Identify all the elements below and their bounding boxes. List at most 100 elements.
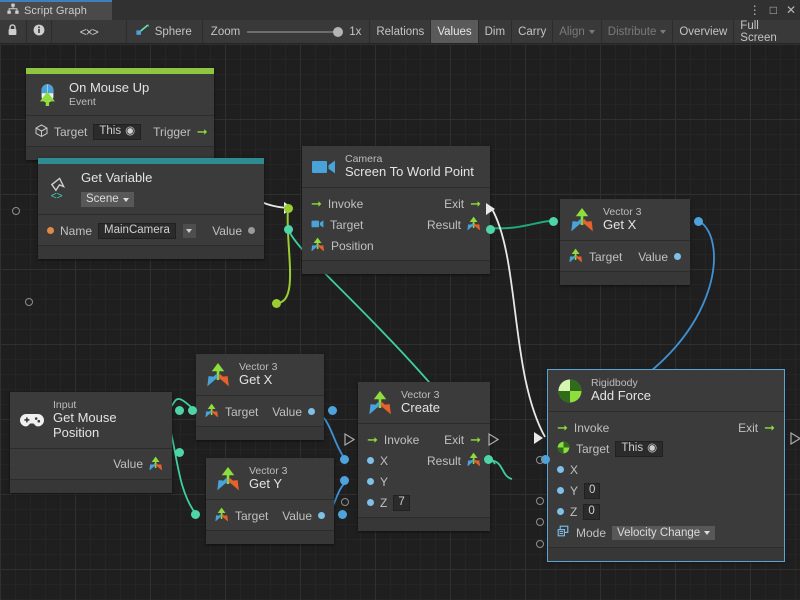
port-vector3-get-x-mid-value[interactable] bbox=[328, 406, 337, 415]
mode-dropdown[interactable]: Velocity Change bbox=[612, 525, 716, 540]
graph-canvas[interactable]: On Mouse Up Event Target This ◉ bbox=[0, 44, 800, 600]
z-value-field[interactable]: 7 bbox=[393, 494, 410, 511]
align-dropdown[interactable]: Align bbox=[553, 20, 602, 43]
graph-object-field[interactable]: Sphere bbox=[127, 20, 203, 43]
port-add-force-z[interactable] bbox=[536, 518, 544, 526]
port-get-variable-value-output[interactable] bbox=[272, 299, 281, 308]
invoke-flow-icon[interactable]: ➞ bbox=[311, 196, 322, 211]
trigger-flow-icon[interactable]: ➞ bbox=[196, 124, 208, 139]
port-dot-y[interactable] bbox=[367, 478, 374, 485]
invoke-flow-icon[interactable]: ➞ bbox=[367, 432, 378, 447]
port-mouse-position-value[interactable] bbox=[175, 448, 184, 457]
values-toggle[interactable]: Values bbox=[431, 20, 479, 43]
port-screen-to-world-result[interactable] bbox=[486, 225, 495, 234]
dim-toggle[interactable]: Dim bbox=[479, 20, 513, 43]
invoke-flow-icon[interactable]: ➞ bbox=[557, 420, 568, 435]
distribute-dropdown[interactable]: Distribute bbox=[602, 20, 674, 43]
port-row-x[interactable]: X bbox=[548, 459, 784, 480]
port-screen-to-world-position[interactable] bbox=[284, 225, 293, 234]
port-mouse-position-out-upper[interactable] bbox=[175, 406, 184, 415]
port-dot-x[interactable] bbox=[557, 466, 564, 473]
port-vector3-get-x-top-target[interactable] bbox=[549, 217, 558, 226]
maximize-button[interactable]: □ bbox=[769, 3, 777, 17]
overview-button[interactable]: Overview bbox=[673, 20, 735, 43]
port-vector3-get-y-value[interactable] bbox=[338, 510, 347, 519]
port-row-target[interactable]: Target This ◉ bbox=[548, 438, 784, 459]
port-dot-value[interactable] bbox=[318, 512, 325, 519]
node-add-force[interactable]: Rigidbody Add Force ➞ Invoke Exit ➞ bbox=[547, 369, 785, 562]
port-dot-value[interactable] bbox=[248, 227, 255, 235]
port-on-mouse-up-target[interactable] bbox=[12, 207, 20, 215]
port-row-target[interactable]: Target This ◉ Trigger ➞ bbox=[26, 121, 214, 142]
exit-flow-icon[interactable]: ➞ bbox=[764, 420, 775, 435]
port-create-y[interactable] bbox=[340, 476, 349, 485]
port-row-target-value[interactable]: Target Value bbox=[206, 505, 334, 526]
zoom-slider-knob[interactable] bbox=[333, 26, 344, 37]
port-dot-y[interactable] bbox=[557, 487, 564, 494]
variable-name-dropdown[interactable] bbox=[181, 222, 197, 239]
node-screen-to-world-point[interactable]: Camera Screen To World Point ➞ Invoke Ex… bbox=[302, 146, 490, 274]
port-row-value[interactable]: Value bbox=[10, 454, 172, 475]
zoom-control[interactable]: Zoom 1x bbox=[203, 20, 371, 43]
port-vector3-get-x-mid-target[interactable] bbox=[188, 406, 197, 415]
port-row-mode[interactable]: Mode Velocity Change bbox=[548, 522, 784, 543]
zoom-slider[interactable] bbox=[247, 26, 344, 37]
node-vector3-create[interactable]: Vector 3 Create ➞ Invoke Exit ➞ X Result bbox=[358, 382, 490, 531]
node-vector3-get-x-top[interactable]: Vector 3 Get X Target Value bbox=[560, 199, 690, 285]
target-picker-icon[interactable]: ◉ bbox=[647, 442, 658, 454]
port-dot-value[interactable] bbox=[308, 408, 315, 415]
port-screen-to-world-target[interactable] bbox=[284, 204, 293, 213]
port-add-force-target[interactable] bbox=[536, 456, 544, 464]
port-row-z[interactable]: Z 0 bbox=[548, 501, 784, 522]
port-add-force-x[interactable] bbox=[541, 455, 550, 464]
port-row-invoke-exit[interactable]: ➞ Invoke Exit ➞ bbox=[548, 417, 784, 438]
tab-script-graph[interactable]: Script Graph bbox=[0, 0, 112, 20]
port-get-variable-name-input[interactable] bbox=[25, 298, 33, 306]
port-create-x[interactable] bbox=[340, 455, 349, 464]
exit-flow-icon[interactable]: ➞ bbox=[470, 432, 481, 447]
variable-scope-dropdown[interactable]: Scene bbox=[81, 191, 134, 208]
relations-toggle[interactable]: Relations bbox=[370, 20, 432, 43]
port-row-y[interactable]: Y bbox=[358, 471, 490, 492]
port-dot-x[interactable] bbox=[367, 457, 374, 464]
lock-toggle[interactable] bbox=[0, 20, 27, 43]
port-add-force-mode[interactable] bbox=[536, 540, 544, 548]
port-row-z[interactable]: Z 7 bbox=[358, 492, 490, 513]
port-dot-z[interactable] bbox=[557, 508, 564, 515]
port-row-name[interactable]: Name MainCamera Value bbox=[38, 220, 264, 241]
full-screen-button[interactable]: Full Screen bbox=[734, 20, 800, 44]
port-dot-name[interactable] bbox=[47, 227, 54, 235]
target-value-field[interactable]: This ◉ bbox=[615, 440, 664, 457]
port-row-invoke-exit[interactable]: ➞ Invoke Exit ➞ bbox=[358, 429, 490, 450]
port-row-target-value[interactable]: Target Value bbox=[560, 246, 690, 267]
port-row-target-value[interactable]: Target Value bbox=[196, 401, 324, 422]
port-create-z[interactable] bbox=[341, 498, 349, 506]
port-row-y[interactable]: Y 0 bbox=[548, 480, 784, 501]
port-dot-value[interactable] bbox=[674, 253, 681, 260]
port-vector3-get-y-target[interactable] bbox=[191, 510, 200, 519]
node-on-mouse-up[interactable]: On Mouse Up Event Target This ◉ bbox=[26, 68, 214, 160]
target-value-field[interactable]: This ◉ bbox=[93, 123, 142, 140]
variable-name-field[interactable]: MainCamera bbox=[98, 222, 176, 239]
port-row-target-result[interactable]: Target Result bbox=[302, 214, 490, 235]
target-picker-icon[interactable]: ◉ bbox=[125, 125, 136, 137]
carry-toggle[interactable]: Carry bbox=[512, 20, 554, 43]
node-get-mouse-position[interactable]: Input Get Mouse Position Value bbox=[10, 392, 172, 493]
port-dot-z[interactable] bbox=[367, 499, 374, 506]
port-row-x-result[interactable]: X Result bbox=[358, 450, 490, 471]
info-button[interactable] bbox=[27, 20, 52, 43]
z-value-field[interactable]: 0 bbox=[583, 503, 600, 520]
port-create-result[interactable] bbox=[484, 455, 493, 464]
more-options-button[interactable]: ⋮ bbox=[748, 3, 761, 17]
node-vector3-get-x-mid[interactable]: Vector 3 Get X Target Value bbox=[196, 354, 324, 440]
port-vector3-get-x-top-value[interactable] bbox=[694, 217, 703, 226]
exit-flow-icon[interactable]: ➞ bbox=[470, 196, 481, 211]
node-get-variable[interactable]: <> Get Variable Scene Name bbox=[38, 158, 264, 260]
node-vector3-get-y[interactable]: Vector 3 Get Y Target Value bbox=[206, 458, 334, 544]
y-value-field[interactable]: 0 bbox=[584, 482, 601, 499]
port-row-invoke-exit[interactable]: ➞ Invoke Exit ➞ bbox=[302, 193, 490, 214]
close-button[interactable]: ✕ bbox=[785, 3, 796, 17]
port-add-force-y[interactable] bbox=[536, 497, 544, 505]
code-view-button[interactable]: <×> bbox=[52, 20, 127, 43]
port-row-position[interactable]: Position bbox=[302, 235, 490, 256]
